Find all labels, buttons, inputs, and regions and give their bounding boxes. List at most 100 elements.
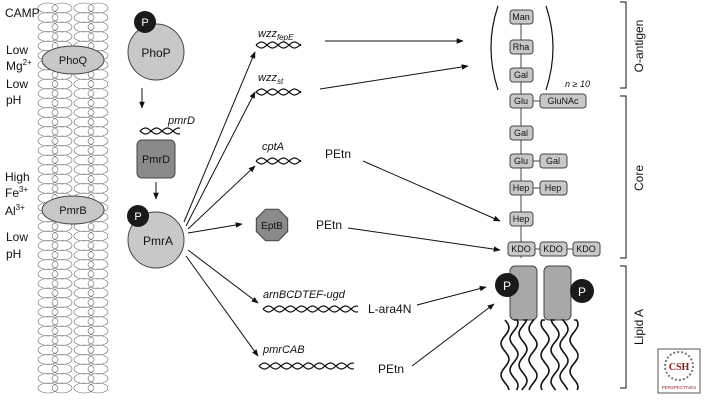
membrane-lipid-oval (37, 126, 59, 137)
camp-label: CAMP (5, 6, 40, 20)
membrane-lipid-oval (73, 183, 95, 194)
core-hep-2 (539, 180, 568, 196)
lipida-label: Lipid A (632, 309, 646, 345)
core-hep-1 (509, 180, 534, 196)
pmrd-gene-wave (139, 127, 181, 135)
membrane-lipid-oval (73, 363, 95, 375)
membrane-lipid-oval (37, 373, 59, 384)
lipida-glucosamine-2 (543, 265, 572, 321)
membrane-lipid-oval (37, 97, 59, 109)
phoq-label: PhoQ (59, 55, 88, 67)
membrane-lipid-oval (87, 21, 109, 33)
membrane-lipid-oval (51, 116, 73, 128)
membrane-lipid-oval (37, 183, 59, 194)
core-gal-1-label: Gal (514, 128, 528, 138)
eptb-label: EptB (261, 221, 283, 232)
membrane-lipid-oval (51, 135, 73, 147)
pmrcab-petn-to-lipida-arrow (411, 303, 495, 367)
low-mg-label-line1: Low (6, 43, 28, 57)
membrane-lipid-oval (37, 287, 59, 299)
phop-label: PhoP (141, 46, 170, 60)
membrane-lipid-oval (73, 249, 95, 261)
membrane-lipid-oval (51, 354, 73, 365)
membrane-lipid-oval (51, 126, 73, 137)
membrane-lipid-oval (51, 306, 73, 318)
membrane-lipid-oval (87, 344, 109, 356)
membrane-lipid-oval (37, 40, 59, 52)
al-label: Al3+ (5, 203, 25, 218)
pmrcab-gene-wave (258, 362, 355, 370)
oantigen-left-paren (490, 5, 499, 91)
membrane-lipid-oval (87, 278, 109, 289)
membrane-lipid-oval (37, 154, 59, 166)
core-label: Core (632, 165, 646, 191)
membrane-lipid-oval (87, 154, 109, 166)
pmra-to-wzzst-arrow (185, 91, 256, 227)
membrane-lipid-oval (87, 69, 109, 80)
membrane-lipid-oval (37, 230, 59, 242)
membrane-lipid-oval (87, 287, 109, 299)
membrane-lipid-oval (87, 12, 109, 23)
al-superscript: 3+ (16, 203, 25, 212)
membrane-lipid-oval (37, 12, 59, 23)
acyl-chain (518, 319, 528, 391)
oantigen-right-paren (545, 5, 554, 91)
wzz-st-label: wzzst (258, 72, 284, 86)
kdo-1-label: KDO (511, 244, 531, 254)
membrane-lipid-oval (37, 116, 59, 128)
fe-superscript: 3+ (19, 185, 28, 194)
membrane-lipid-oval (37, 325, 59, 337)
membrane-lipid-oval (51, 183, 73, 194)
membrane-lipid-oval (87, 354, 109, 365)
mg-superscript: 2+ (23, 58, 32, 67)
phop-phosphate (134, 11, 156, 33)
pmra-to-wzzfepe-arrow (183, 51, 256, 223)
core-gal-2 (539, 153, 568, 169)
al-symbol: Al (5, 204, 16, 218)
membrane-lipid-oval (73, 78, 95, 90)
membrane-lipid-oval (37, 249, 59, 261)
cpta-petn-to-hep-arrow (362, 160, 501, 222)
arn-gene-wave (262, 305, 359, 313)
membrane-lipid-oval (73, 297, 95, 308)
membrane-lipid-oval (51, 259, 73, 270)
membrane-lipid-oval (73, 88, 95, 99)
membrane-lipid-oval (73, 126, 95, 137)
pmrb-sensor (41, 195, 105, 225)
membrane-lipid-oval (73, 154, 95, 166)
membrane-lipid-oval (73, 173, 95, 185)
membrane-lipid-oval (87, 107, 109, 118)
membrane-lipid-oval (51, 249, 73, 261)
pmrd-protein-box (136, 139, 176, 179)
membrane-lipid-oval (73, 97, 95, 109)
pmra-label: PmrA (143, 234, 173, 248)
acyl-chain (559, 319, 569, 391)
membrane-lipid-oval (51, 107, 73, 118)
acyl-chain (528, 319, 538, 391)
membrane-lipid-oval (37, 335, 59, 346)
membrane-lipid-oval (37, 297, 59, 308)
membrane-lipid-oval (87, 2, 109, 14)
fe-symbol: Fe (5, 186, 19, 200)
core-bracket (620, 95, 627, 259)
acyl-chain (540, 319, 550, 391)
membrane-lipid-oval (37, 240, 59, 251)
acyl-chain (550, 319, 560, 391)
membrane-lipid-oval (51, 230, 73, 242)
membrane-lipid-oval (87, 363, 109, 375)
membrane-lipid-oval (87, 297, 109, 308)
pmra-to-pmrcab-arrow (185, 255, 259, 357)
membrane-lipid-oval (73, 354, 95, 365)
sugar-rha-label: Rha (513, 42, 530, 52)
core-glu-2 (509, 153, 534, 169)
logo-text: CSH (669, 362, 690, 373)
membrane-lipid-oval (73, 12, 95, 23)
sugar-gal-oantigen (509, 67, 534, 83)
kdo-1 (507, 241, 536, 257)
membrane-lipid-oval (51, 325, 73, 337)
membrane-lipid-oval (73, 107, 95, 118)
lipida-phosphate-2 (570, 279, 594, 303)
membrane-lipid-oval (87, 230, 109, 242)
pmrcab-petn-label: PEtn (378, 362, 404, 376)
membrane-lipid-oval (73, 335, 95, 346)
